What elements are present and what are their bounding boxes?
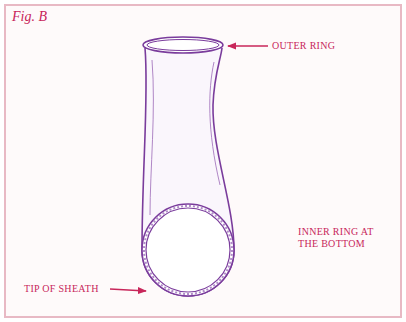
part-label: INNER RING AT THE BOTTOM xyxy=(298,226,384,250)
leader-arrow xyxy=(110,289,146,291)
outer-ring xyxy=(143,37,223,53)
outer-ring xyxy=(147,40,219,51)
inner-ring xyxy=(146,208,230,292)
inner-ring xyxy=(142,204,234,296)
sheath-body xyxy=(142,48,234,296)
figure-frame xyxy=(5,5,401,317)
part-label: OUTER RING xyxy=(272,40,335,52)
sheath-fold xyxy=(150,60,153,215)
leader-arrow xyxy=(228,45,268,46)
figure-number: Fig. B xyxy=(12,9,47,25)
sheath-fold xyxy=(210,62,220,185)
part-label: TIP OF SHEATH xyxy=(24,283,99,295)
inner-ring-texture xyxy=(144,206,232,294)
